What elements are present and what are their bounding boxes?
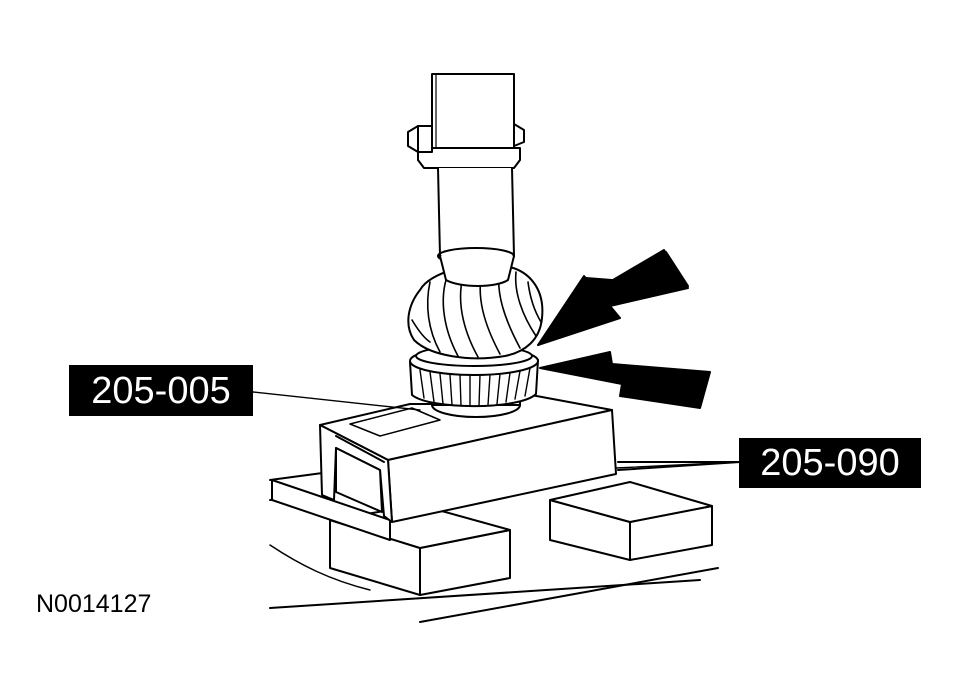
bench-lines [269, 461, 741, 623]
pinion-gear [407, 264, 544, 360]
callout-label-205-005: 205-005 [69, 365, 253, 416]
figure-identifier: N0014127 [36, 590, 152, 618]
solid-pointer-arrow-icon [537, 249, 711, 409]
leader-lines [252, 391, 740, 469]
callout-label-205-090: 205-090 [739, 438, 921, 488]
support-blocks [271, 479, 713, 596]
press-ram [407, 73, 525, 287]
